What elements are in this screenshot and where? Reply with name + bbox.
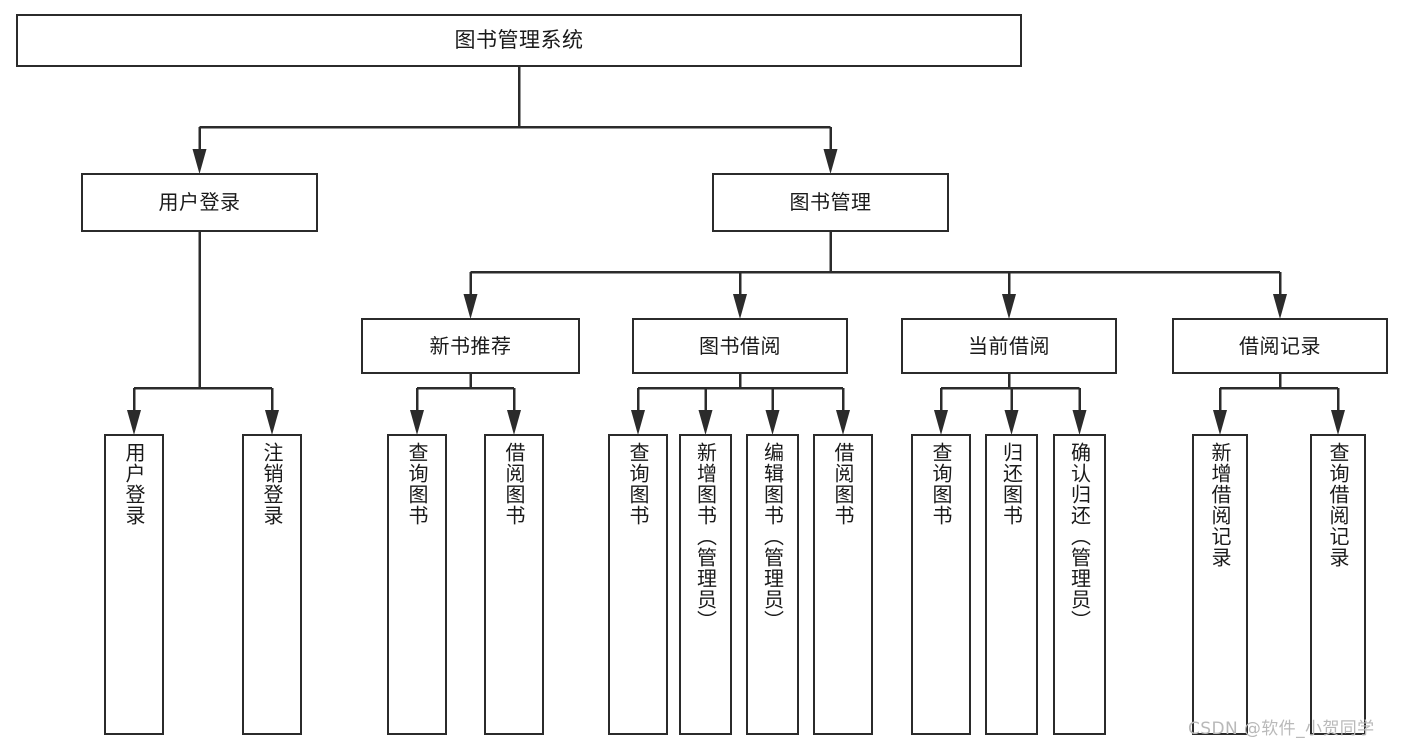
csdn-watermark: CSDN @软件_小贺同学: [1188, 719, 1375, 739]
node-leaf-query-book-2: 查询图书: [608, 434, 668, 735]
node-label: 查询借阅记录: [1326, 442, 1350, 568]
node-label: 用户登录: [122, 442, 146, 526]
node-label: 归还图书: [999, 442, 1024, 526]
node-label: 注销登录: [260, 442, 284, 526]
node-label: 查询图书: [626, 442, 650, 526]
node-label: 编辑图书（管理员）: [760, 442, 785, 631]
node-user-login: 用户登录: [81, 173, 318, 232]
node-leaf-query-book-3: 查询图书: [911, 434, 971, 735]
node-label: 图书管理系统: [454, 27, 584, 52]
node-new-book-recommend: 新书推荐: [361, 318, 580, 374]
node-current-borrow: 当前借阅: [901, 318, 1117, 374]
node-book-manage: 图书管理: [712, 173, 949, 232]
node-root: 图书管理系统: [16, 14, 1022, 67]
node-borrow-record: 借阅记录: [1172, 318, 1388, 374]
node-label: 借阅图书: [831, 442, 855, 526]
node-label: 查询图书: [405, 442, 429, 526]
node-leaf-borrow-book-1: 借阅图书: [484, 434, 544, 735]
node-label: 新增借阅记录: [1208, 442, 1232, 568]
node-leaf-add-book: 新增图书（管理员）: [679, 434, 732, 735]
node-label: 借阅记录: [1239, 333, 1321, 358]
node-leaf-confirm-return: 确认归还（管理员）: [1053, 434, 1106, 735]
node-label: 新书推荐: [429, 333, 512, 358]
node-leaf-return-book: 归还图书: [985, 434, 1038, 735]
node-book-borrow: 图书借阅: [632, 318, 848, 374]
node-label: 图书借阅: [699, 333, 781, 358]
node-leaf-query-book-1: 查询图书: [387, 434, 447, 735]
node-leaf-query-record: 查询借阅记录: [1310, 434, 1366, 735]
node-label: 当前借阅: [968, 333, 1050, 358]
node-label: 新增图书（管理员）: [693, 442, 718, 631]
node-leaf-edit-book: 编辑图书（管理员）: [746, 434, 799, 735]
node-label: 图书管理: [789, 190, 872, 215]
node-label: 用户登录: [158, 190, 241, 215]
node-leaf-borrow-book-2: 借阅图书: [813, 434, 873, 735]
node-label: 查询图书: [929, 442, 953, 526]
node-label: 确认归还（管理员）: [1067, 442, 1092, 631]
node-label: 借阅图书: [502, 442, 526, 526]
node-leaf-user-login: 用户登录: [104, 434, 164, 735]
node-leaf-add-record: 新增借阅记录: [1192, 434, 1248, 735]
node-leaf-logout: 注销登录: [242, 434, 302, 735]
